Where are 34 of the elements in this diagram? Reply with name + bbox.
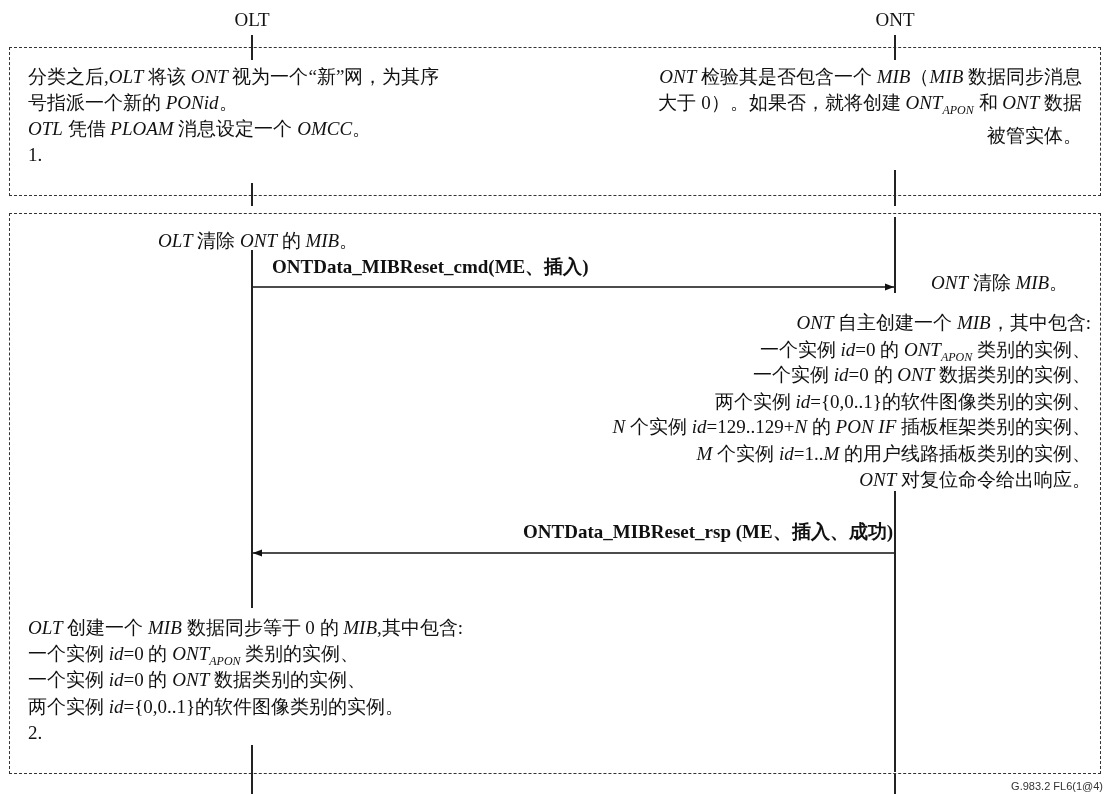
- lifeline: [894, 774, 896, 794]
- note-text: 分类之后,OLT 将该 ONT 视为一个“新”网，为其序号指派一个新的 PONid。: [28, 65, 441, 115]
- lifeline: [894, 170, 896, 206]
- lifeline: [894, 217, 896, 293]
- figure-id: G.983.2 FL6(1@4): [1011, 779, 1103, 794]
- note-text: 一个实例 id=0 的 ONT$_{APON}$ 类别的实例、: [28, 642, 360, 670]
- note-text: 2.: [28, 721, 43, 745]
- lifeline-label: ONT: [875, 11, 915, 29]
- note-text: M 个实例 id=1..M 的用户线路插板类别的实例、: [696, 442, 1091, 466]
- lifeline: [894, 491, 896, 772]
- note-text: ONT 对复位命令给出响应。: [859, 468, 1091, 492]
- note-text: ONT 自主创建一个 MIB，其中包含:: [796, 311, 1091, 335]
- edge-label: ONTData_MIBReset_cmd(ME、插入): [272, 257, 589, 277]
- note-text: 两个实例 id={0,0..1}的软件图像类别的实例。: [28, 695, 405, 719]
- note-text: 两个实例 id={0,0..1}的软件图像类别的实例、: [714, 390, 1091, 414]
- message-arrow: [252, 283, 895, 291]
- note-text: ONT 清除 MIB。: [931, 271, 1069, 295]
- note-text: 一个实例 id=0 的 ONT$_{APON}$ 类别的实例、: [759, 338, 1091, 365]
- note-text: 一个实例 id=0 的 ONT 数据类别的实例、: [28, 668, 366, 692]
- note-text: 一个实例 id=0 的 ONT 数据类别的实例、: [753, 363, 1091, 387]
- lifeline: [251, 35, 253, 60]
- lifeline: [251, 745, 253, 794]
- note-text: OLT 清除 ONT 的 MIB。: [158, 229, 359, 253]
- message-arrow: [252, 549, 895, 557]
- note-text: 1.: [28, 143, 43, 167]
- lifeline: [894, 35, 896, 60]
- lifeline: [251, 183, 253, 206]
- lifeline-label: OLT: [234, 11, 270, 29]
- note-text: N 个实例 id=129..129+N 的 PON IF 插板框架类别的实例、: [612, 415, 1091, 439]
- edge-label: ONTData_MIBReset_rsp (ME、插入、成功): [523, 522, 893, 542]
- note-text: OTL 凭借 PLOAM 消息设定一个 OMCC。: [28, 117, 372, 141]
- note-text: OLT 创建一个 MIB 数据同步等于 0 的 MIB,其中包含:: [28, 616, 464, 640]
- lifeline: [251, 250, 253, 608]
- note-text: ONT 检验其是否包含一个 MIB（MIB 数据同步消息大于 0）。如果否，就将创建 ONT$_{APON}$ 和 ONT 数据被管实体。: [657, 65, 1082, 148]
